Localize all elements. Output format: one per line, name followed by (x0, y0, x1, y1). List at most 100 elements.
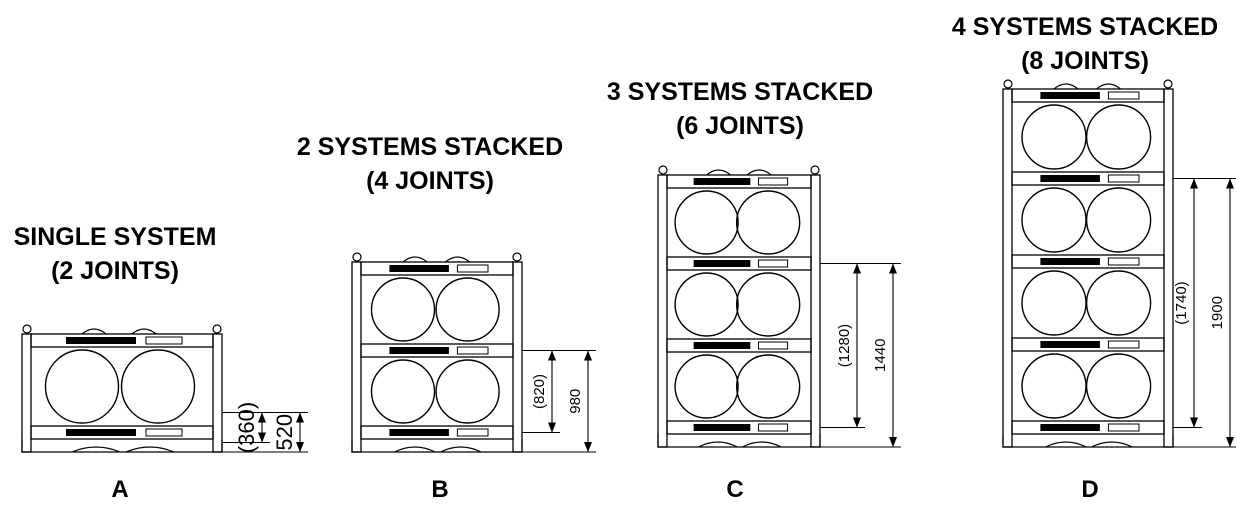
pipe-joint (674, 190, 739, 255)
clamp-bar (1011, 88, 1165, 103)
clamp-bar-label (693, 424, 751, 431)
clamp-bar (30, 333, 214, 348)
top-cap (402, 256, 470, 263)
clamp-bar-label (693, 260, 751, 267)
pipe-joint (1085, 270, 1152, 336)
clamp-bar-label (1040, 258, 1100, 265)
label-c: C (726, 476, 744, 503)
clamp-bar-label (456, 428, 489, 437)
pipe-joint (44, 349, 120, 424)
clamp-bar-label (1107, 423, 1140, 432)
clamp-bar-label (1107, 174, 1140, 183)
frame-post-left (351, 261, 362, 453)
pipe-joint (735, 272, 801, 337)
dimension-arrow (296, 412, 304, 452)
dimension-arrow (258, 412, 266, 443)
clamp-bar-label (757, 341, 789, 350)
lifting-lug (810, 165, 820, 175)
clamp-bar (666, 420, 812, 435)
dimension-outer-label: 1440 (872, 339, 889, 372)
clamp-bar-label (145, 428, 183, 437)
base-skid (1002, 434, 1174, 448)
lifting-lug (212, 324, 222, 334)
clamp-bar (1011, 420, 1165, 435)
title-a: SINGLE SYSTEM(2 JOINTS) (13, 223, 217, 285)
title-b: 2 SYSTEMS STACKED(4 JOINTS) (296, 133, 564, 195)
clamp-bar-label (1040, 92, 1100, 99)
top-cap (81, 328, 157, 335)
clamp-bar-label (456, 264, 489, 273)
pipe-joint (1021, 104, 1087, 170)
top-cap (706, 169, 772, 176)
clamp-bar-label (1040, 424, 1100, 431)
clamp-bar-label (145, 336, 183, 345)
clamp-bar-label (1107, 91, 1140, 100)
lifting-lug (512, 252, 522, 262)
clamp-bar-label (693, 342, 751, 349)
clamp-bar (30, 425, 214, 440)
label-a: A (111, 476, 129, 503)
dimension-outer-label: 520 (272, 414, 297, 451)
clamp-bar-label (389, 429, 449, 436)
clamp-bar (666, 174, 812, 189)
clamp-bar-label (66, 429, 136, 436)
clamp-bar-label (389, 265, 449, 272)
clamp-bar-label (1107, 340, 1140, 349)
frame-post-left (21, 333, 32, 453)
clamp-bar-label (1040, 341, 1100, 348)
clamp-bar (1011, 337, 1165, 352)
pipe-joint (435, 359, 500, 424)
pipe-joint (370, 277, 436, 342)
clamp-bar (1011, 171, 1165, 186)
pipe-joint (674, 354, 739, 419)
frame-post-right (810, 174, 821, 448)
pipe-joint (370, 359, 436, 424)
label-d: D (1081, 476, 1099, 503)
clamp-bar-label (757, 259, 789, 268)
pipe-joint (735, 190, 801, 255)
clamp-bar-label (1040, 175, 1100, 182)
clamp-bar-label (693, 178, 751, 185)
clamp-bar-label (757, 423, 789, 432)
pipe-joint (1021, 353, 1087, 419)
clamp-bar (1011, 254, 1165, 269)
title-d: 4 SYSTEMS STACKED(8 JOINTS) (951, 13, 1219, 75)
lifting-lug (1163, 79, 1173, 89)
dimension-inner-label: (1280) (836, 324, 853, 367)
clamp-bar-label (456, 346, 489, 355)
pipe-joint (1085, 104, 1152, 170)
frame-post-left (1002, 88, 1013, 448)
title-c: 3 SYSTEMS STACKED(6 JOINTS) (606, 78, 874, 140)
dimension-outer-label: 1900 (1209, 296, 1226, 329)
label-b: B (431, 476, 449, 503)
clamp-bar-label (66, 337, 136, 344)
pipe-joint (1021, 270, 1087, 336)
dimension-inner-label: (1740) (1173, 281, 1190, 324)
dimension-arrow (548, 350, 556, 433)
clamp-bar (360, 343, 514, 358)
dimension-inner-label: (820) (531, 374, 548, 409)
pipe-joint (120, 349, 196, 424)
clamp-bar (360, 425, 514, 440)
top-cap (1053, 83, 1121, 90)
pipe-joint (735, 354, 801, 419)
clamp-bar (360, 261, 514, 276)
frame-post-right (212, 333, 223, 453)
clamp-bar-label (389, 347, 449, 354)
clamp-bar-label (1107, 257, 1140, 266)
frame-post-right (1163, 88, 1174, 448)
pipe-joint (1085, 353, 1152, 419)
clamp-bar (666, 256, 812, 271)
dimension-outer-label: 980 (567, 389, 584, 414)
pipe-joint (1085, 187, 1152, 253)
pipe-joint (674, 272, 739, 337)
lifting-lug (658, 165, 668, 175)
lifting-lug (352, 252, 362, 262)
base-skid (657, 434, 821, 448)
pipe-joint (435, 277, 500, 342)
base-skid (351, 439, 523, 453)
base-skid (21, 439, 223, 453)
lifting-lug (1003, 79, 1013, 89)
